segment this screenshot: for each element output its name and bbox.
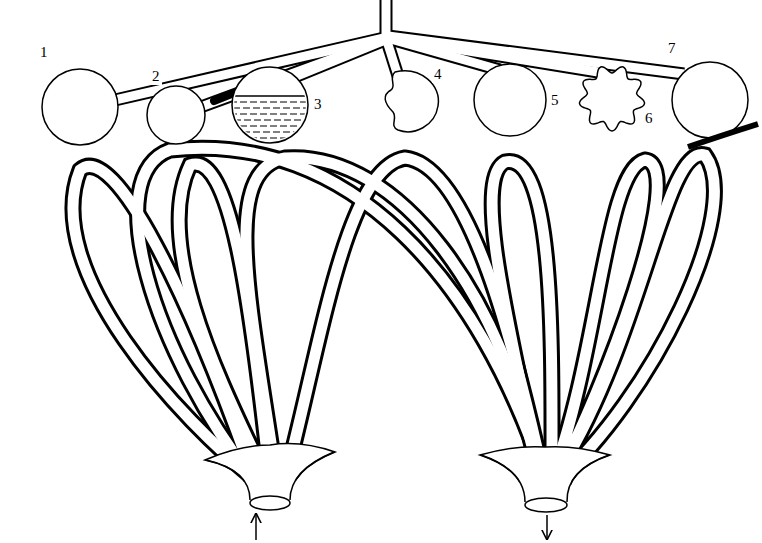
alveolar-fluid <box>230 96 310 138</box>
capillary-lumen <box>73 148 714 486</box>
callout-number: 1 <box>38 44 50 61</box>
callout-number: 2 <box>150 68 162 85</box>
callout-number: 5 <box>549 92 561 109</box>
callout-number: 6 <box>643 110 655 127</box>
normal-alveolus <box>42 69 118 145</box>
vessel-opening <box>250 496 290 510</box>
alveolus <box>474 64 546 136</box>
airway-plug <box>214 93 234 101</box>
collapsed-alveolus <box>385 71 438 132</box>
compressed-alveolus <box>672 62 748 138</box>
obstructed-alveolus <box>147 86 205 144</box>
vessel-opening <box>525 498 567 512</box>
callout-number: 7 <box>666 40 678 57</box>
compressing-band <box>688 124 758 147</box>
crumpled-alveolus <box>579 67 644 131</box>
capillary-outline <box>73 148 714 486</box>
callout-number: 4 <box>432 66 444 83</box>
inflow-arrow <box>255 514 257 540</box>
callout-number: 3 <box>312 96 324 113</box>
outflow-arrow <box>546 515 548 539</box>
